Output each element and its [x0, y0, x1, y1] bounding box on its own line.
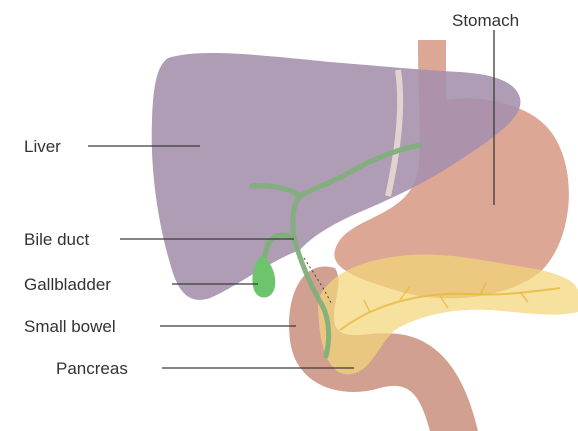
pancreas-label: Pancreas	[56, 359, 128, 378]
pancreas-shape	[318, 254, 578, 374]
small-bowel-label: Small bowel	[24, 317, 116, 336]
stomach-label: Stomach	[452, 11, 519, 30]
bile-duct-label: Bile duct	[24, 230, 89, 249]
gallbladder-label: Gallbladder	[24, 275, 111, 294]
liver-label: Liver	[24, 137, 61, 156]
